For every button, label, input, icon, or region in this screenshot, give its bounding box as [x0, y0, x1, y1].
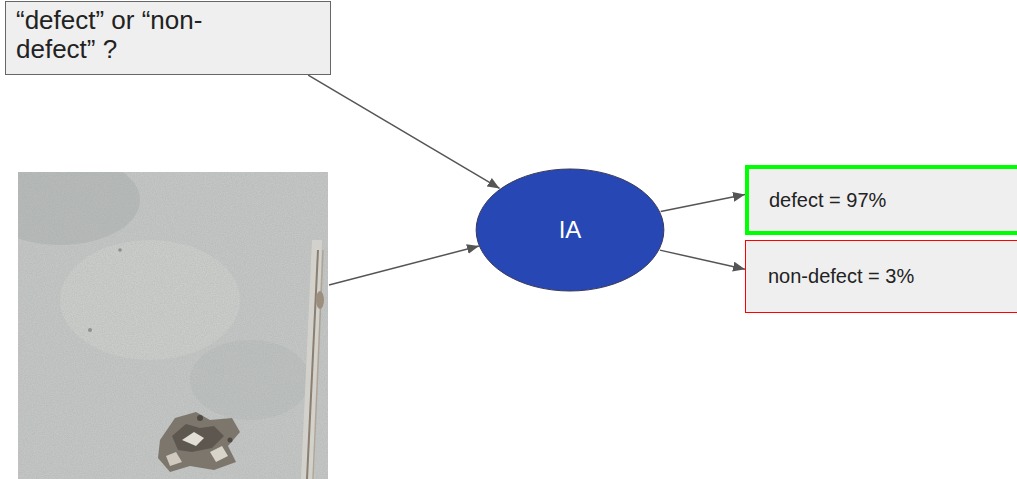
spall-defect — [158, 412, 240, 472]
concrete-pore — [88, 328, 92, 332]
joint-stain — [316, 291, 324, 309]
spall-fragment — [166, 452, 182, 466]
joint-line — [313, 250, 323, 479]
model-ellipse: IA — [475, 168, 665, 292]
spall-core — [172, 424, 224, 452]
spall-pit — [228, 438, 233, 443]
concrete-grain — [18, 172, 328, 479]
concrete-blotches — [18, 172, 328, 479]
result-box-non-defect: non-defect = 3% — [745, 240, 1017, 313]
result-box-defect: defect = 97% — [745, 165, 1017, 235]
node-label: IA — [559, 217, 582, 244]
spall-pit — [197, 415, 203, 421]
concrete-pore — [118, 248, 122, 252]
question-box: “defect” or “non-defect” ? — [5, 1, 331, 75]
flow-arrow — [308, 75, 499, 188]
node-label: “defect” or “non-defect” ? — [16, 6, 248, 64]
ellipse-outline — [476, 169, 664, 291]
concrete-ground — [18, 172, 328, 479]
spall-fragment — [182, 432, 204, 446]
image-input-arrow — [329, 246, 479, 285]
flow-arrow — [661, 194, 745, 211]
joint-line — [307, 250, 318, 479]
node-label: non-defect = 3% — [768, 265, 914, 287]
node-label: defect = 97% — [769, 189, 886, 211]
spall-fragment — [210, 446, 228, 462]
concrete-photo — [18, 172, 328, 479]
joint-band — [301, 240, 322, 479]
flow-arrow — [660, 250, 745, 269]
